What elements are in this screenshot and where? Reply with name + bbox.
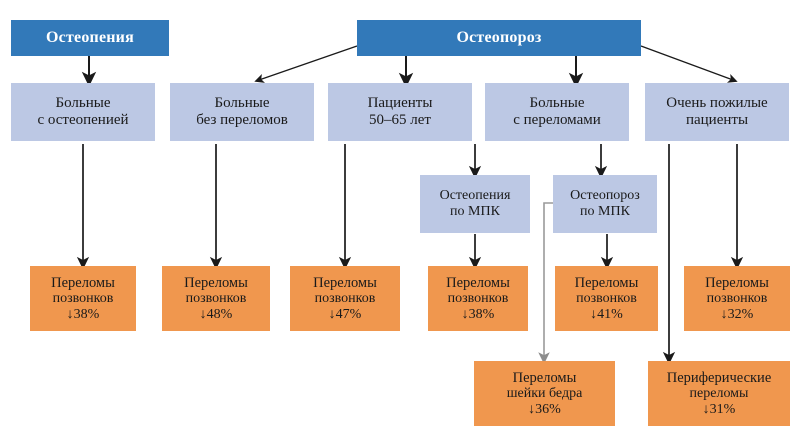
node-label-line-1: Очень пожилые xyxy=(666,95,768,112)
node-group-with-fractures[interactable]: Больные с переломами xyxy=(485,83,629,141)
node-label-line-2: шейки бедра xyxy=(506,385,583,401)
node-subgroup-osteoporosis-bmd[interactable]: Остеопороз по МПК xyxy=(553,175,657,233)
node-label-line-1: Переломы xyxy=(184,274,248,291)
node-label-line-1: Пациенты xyxy=(367,95,433,112)
node-group-osteopenia-patients[interactable]: Больные с остеопенией xyxy=(11,83,155,141)
node-group-very-elderly[interactable]: Очень пожилые пациенты xyxy=(645,83,789,141)
node-label-line-1: Периферические xyxy=(666,369,772,386)
node-outcome-vertebral-48-no-fractures[interactable]: Переломы позвонков ↓48% xyxy=(162,266,270,331)
node-group-age-50-65[interactable]: Пациенты 50–65 лет xyxy=(328,83,472,141)
connector-osteoporosis-bmd-to-hip36 xyxy=(538,202,553,365)
node-label: Остеопения xyxy=(46,28,134,46)
node-root-osteoporosis[interactable]: Остеопороз xyxy=(357,20,641,56)
node-root-osteopenia[interactable]: Остеопения xyxy=(11,20,169,56)
node-outcome-vertebral-41-osteoporosis-bmd[interactable]: Переломы позвонков ↓41% xyxy=(555,266,658,331)
node-label-line-1: Больные xyxy=(529,95,585,112)
node-label-line-2: без переломов xyxy=(196,112,288,128)
node-label-line-1: Переломы xyxy=(574,274,639,291)
node-label-line-2: позвонков xyxy=(185,290,247,306)
node-value: ↓38% xyxy=(66,306,100,322)
node-label-line-2: по МПК xyxy=(580,204,630,219)
node-label-line-1: Остеопороз xyxy=(570,188,640,204)
connector-osteoporosis-to-very-elderly xyxy=(640,45,738,83)
node-subgroup-osteopenia-bmd[interactable]: Остеопения по МПК xyxy=(420,175,530,233)
node-label: Остеопороз xyxy=(456,28,542,46)
node-outcome-vertebral-32-very-elderly[interactable]: Переломы позвонков ↓32% xyxy=(684,266,790,331)
node-label-line-1: Остеопения xyxy=(439,188,511,204)
node-value: ↓41% xyxy=(590,306,623,322)
node-group-no-fractures[interactable]: Больные без переломов xyxy=(170,83,314,141)
node-value: ↓47% xyxy=(328,306,362,322)
node-label-line-1: Переломы xyxy=(705,274,769,291)
node-outcome-vertebral-38-osteopenia-bmd[interactable]: Переломы позвонков ↓38% xyxy=(428,266,528,331)
node-label-line-2: 50–65 лет xyxy=(369,112,431,128)
node-label-line-2: с переломами xyxy=(513,112,601,128)
node-value: ↓36% xyxy=(528,401,561,417)
node-label-line-2: с остеопенией xyxy=(37,112,129,128)
node-value: ↓38% xyxy=(461,306,495,322)
node-outcome-peripheral-31[interactable]: Периферические переломы ↓31% xyxy=(648,361,790,426)
node-label-line-1: Переломы xyxy=(512,369,577,386)
node-label-line-1: Переломы xyxy=(313,274,377,291)
node-outcome-vertebral-47-age-group[interactable]: Переломы позвонков ↓47% xyxy=(290,266,400,331)
node-outcome-vertebral-38-osteopenia[interactable]: Переломы позвонков ↓38% xyxy=(30,266,136,331)
node-label-line-2: позвонков xyxy=(52,290,114,306)
node-label-line-2: позвонков xyxy=(314,290,376,306)
node-label-line-2: переломы xyxy=(689,385,749,401)
connector-osteoporosis-to-no-fractures xyxy=(254,45,358,83)
node-label-line-1: Переломы xyxy=(446,274,510,291)
node-value: ↓32% xyxy=(720,306,754,322)
node-label-line-2: позвонков xyxy=(447,290,509,306)
node-value: ↓48% xyxy=(199,306,233,322)
node-label-line-2: пациенты xyxy=(685,112,749,128)
node-label-line-2: по МПК xyxy=(450,204,500,219)
node-label-line-2: позвонков xyxy=(576,290,637,306)
node-label-line-1: Переломы xyxy=(51,274,115,291)
node-label-line-1: Больные xyxy=(55,95,111,112)
node-label-line-1: Больные xyxy=(214,95,270,112)
node-outcome-hip-36[interactable]: Переломы шейки бедра ↓36% xyxy=(474,361,615,426)
node-label-line-2: позвонков xyxy=(706,290,768,306)
node-value: ↓31% xyxy=(702,401,736,417)
